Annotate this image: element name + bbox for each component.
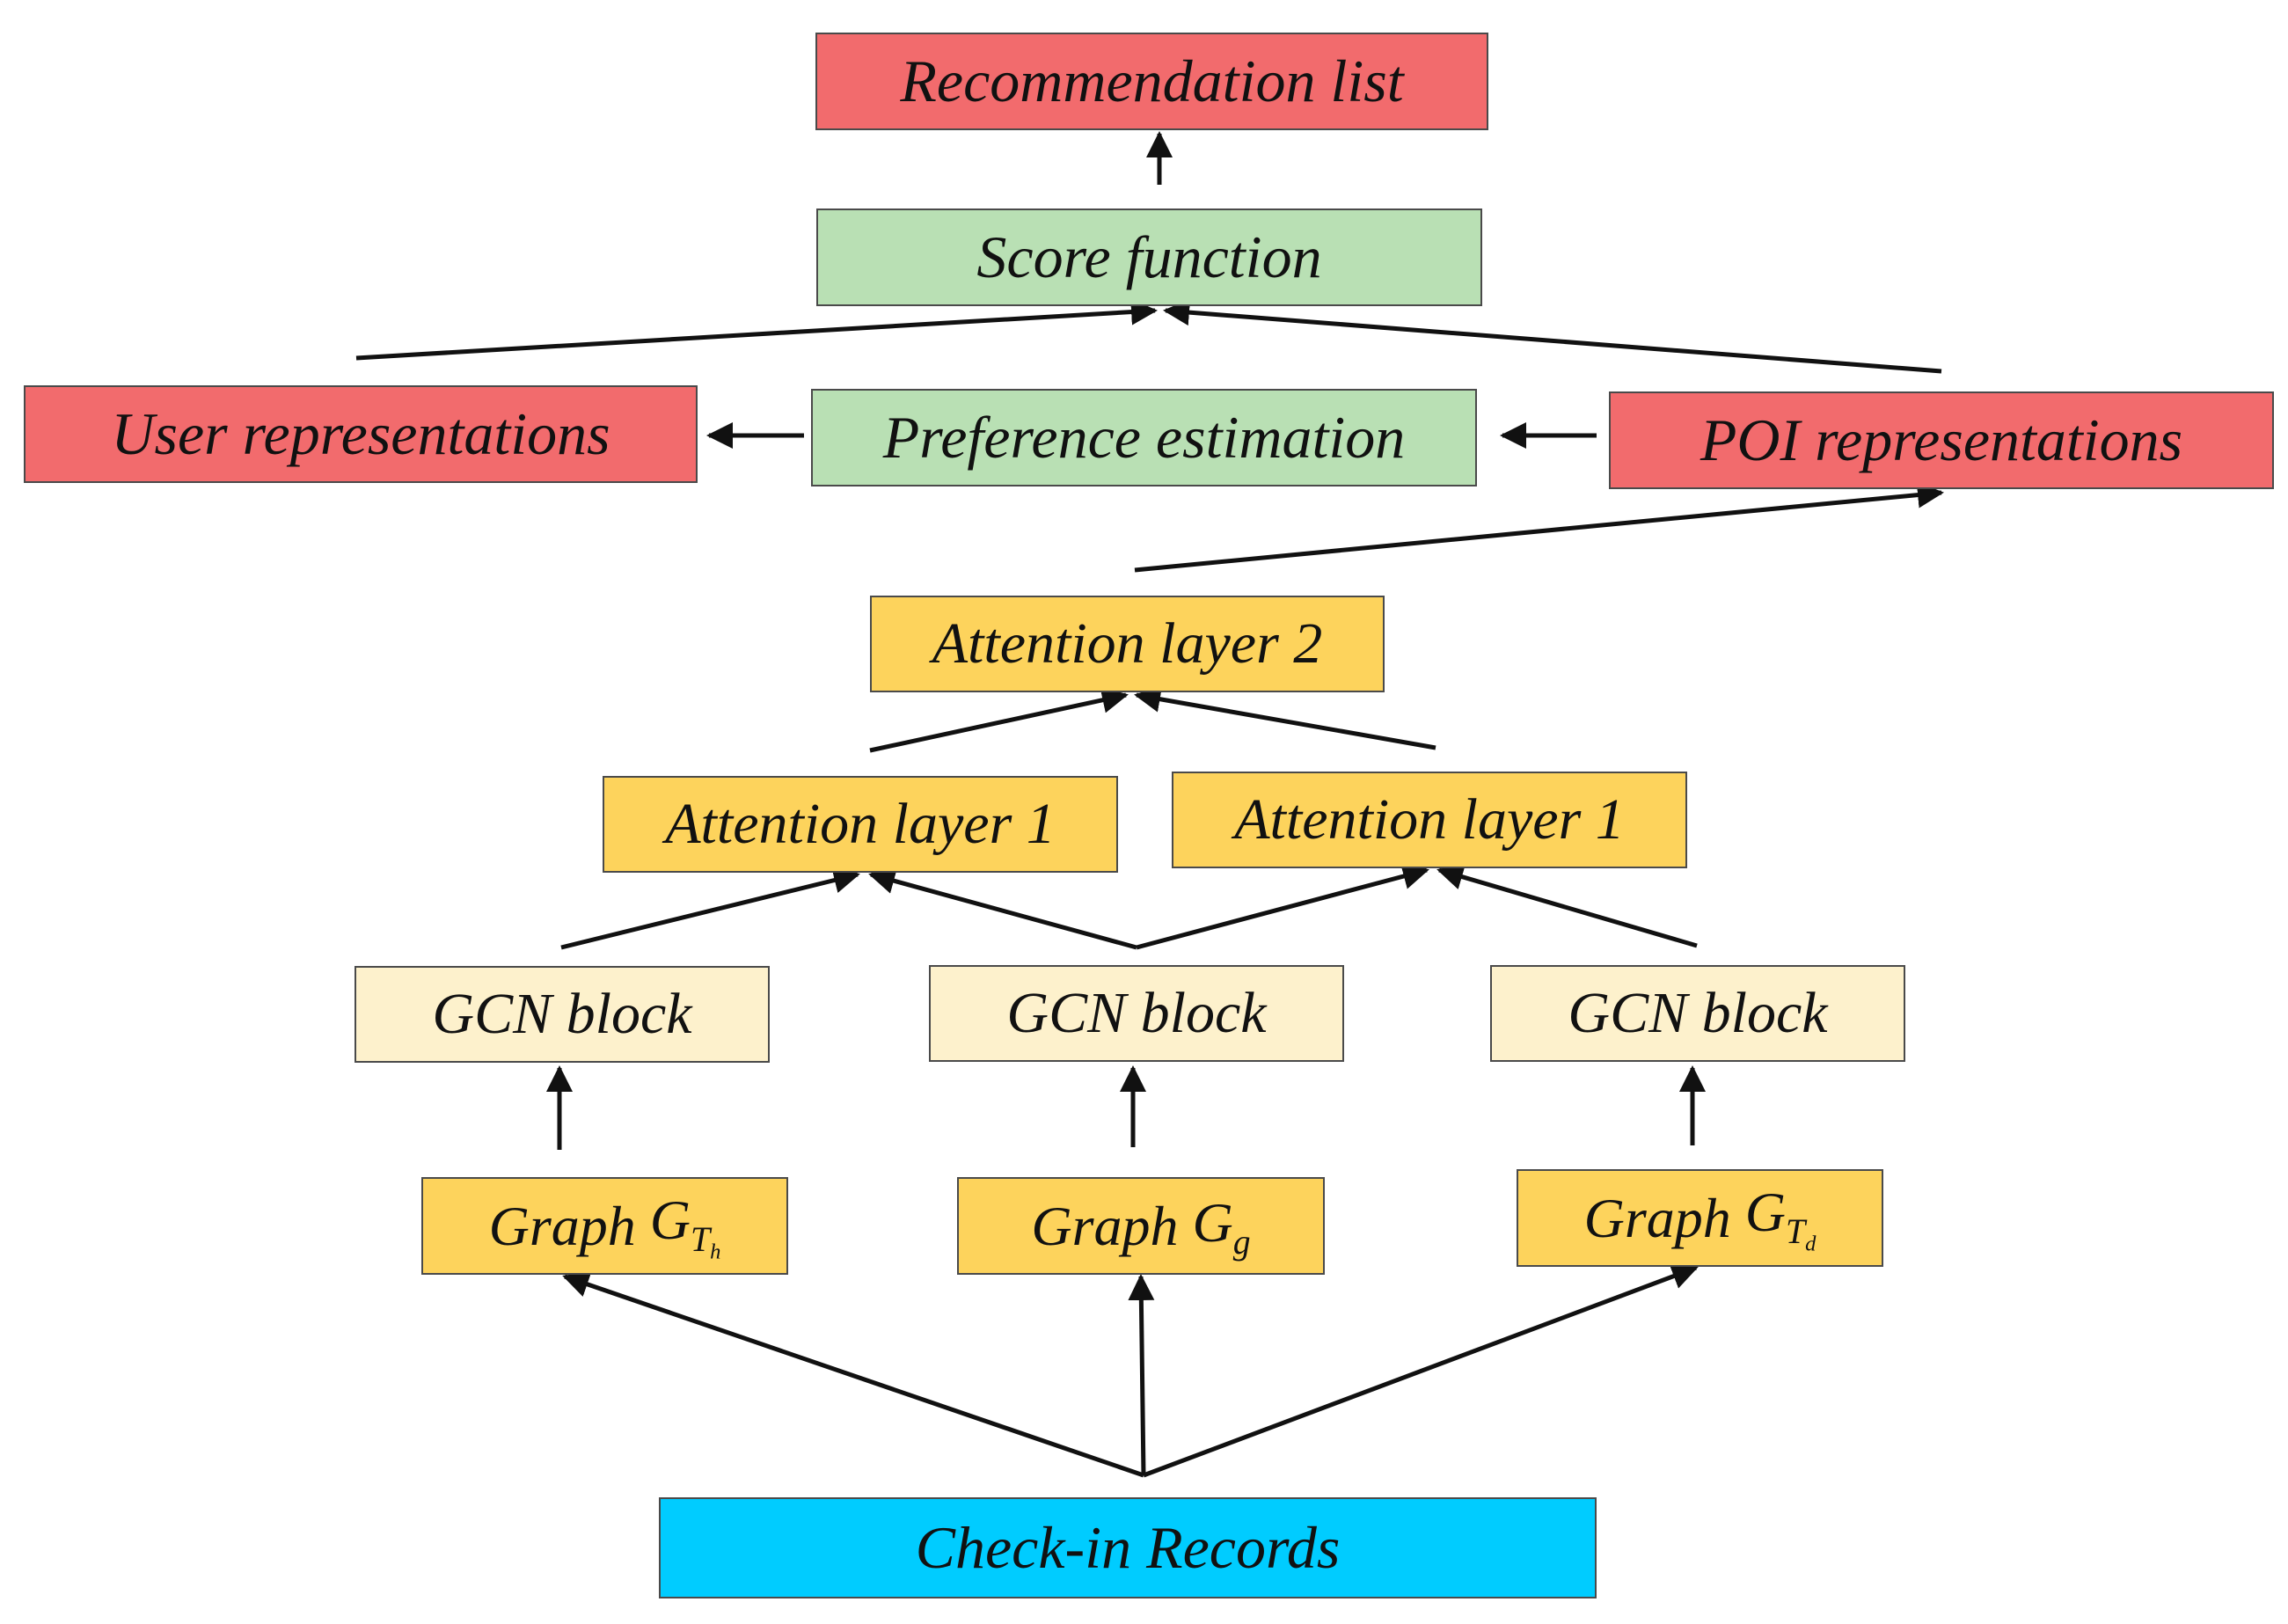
gcn-block-right-box: GCN block	[1490, 965, 1905, 1062]
gcn-block-left-box: GCN block	[355, 966, 770, 1063]
graph-left-word: Graph	[488, 1194, 636, 1257]
poi-representations-box: POI representations	[1609, 391, 2274, 489]
arrow-checkin-to-graph-right	[1143, 1263, 1699, 1478]
arrow-gcn-middle-to-att1-right	[1136, 863, 1429, 950]
arrow-gcn-middle-to-att1-left	[868, 867, 1137, 950]
arrow-att2-to-poi	[1134, 481, 1944, 573]
graph-right-word: Graph	[1583, 1186, 1731, 1249]
attention-layer-1-left-box: Attention layer 1	[603, 776, 1118, 873]
graph-right-box: Graph GTd	[1517, 1169, 1883, 1267]
check-in-records-box: Check-in Records	[659, 1497, 1597, 1598]
recommendation-list-box: Recommendation list	[815, 33, 1488, 130]
user-representations-box: User representations	[24, 385, 698, 483]
arrow-checkin-to-graph-middle	[1128, 1274, 1155, 1476]
arrow-checkin-to-graph-left	[562, 1271, 1144, 1478]
graph-middle-box: Graph Gg	[957, 1177, 1325, 1275]
arrow-att1-left-to-att2	[869, 687, 1129, 753]
arrow-att1-right-to-att2	[1134, 685, 1436, 750]
arrow-poi-to-score	[1163, 299, 1942, 374]
graph-left-symbol: GTh	[649, 1188, 721, 1264]
graph-right-symbol: GTd	[1744, 1180, 1817, 1256]
gcn-block-middle-box: GCN block	[929, 965, 1344, 1062]
graph-middle-symbol: Gg	[1192, 1190, 1251, 1262]
attention-layer-2-box: Attention layer 2	[870, 596, 1385, 692]
graph-middle-word: Graph	[1031, 1194, 1179, 1257]
preference-estimation-box: Preference estimation	[811, 389, 1477, 486]
arrow-gcn-right-to-att1-right	[1436, 864, 1698, 948]
score-function-box: Score function	[816, 208, 1482, 306]
arrow-user-to-score	[355, 298, 1158, 361]
arrow-gcn-left-to-att1-left	[560, 867, 860, 950]
graph-left-box: Graph GTh	[421, 1177, 788, 1275]
attention-layer-1-right-box: Attention layer 1	[1172, 772, 1687, 868]
